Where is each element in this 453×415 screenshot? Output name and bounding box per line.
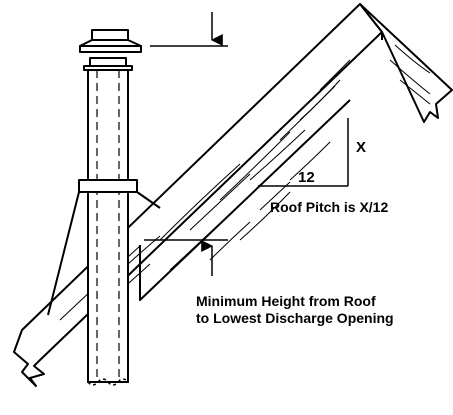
pitch-run-label: 12 [298,169,315,186]
pitch-triangle [258,118,349,187]
pitch-rise-label: X [356,139,366,156]
top-dimension [150,12,228,47]
bottom-dimension [144,239,228,276]
storm-collar [47,179,161,316]
roof-rafter [13,3,453,387]
pitch-caption: Roof Pitch is X/12 [270,199,388,215]
min-height-label-line2: to Lowest Discharge Opening [196,310,394,326]
min-height-label-line1: Minimum Height from Roof [196,293,376,309]
vent-cap [79,29,142,71]
vent-pipe [87,65,129,386]
wood-grain [59,44,431,321]
